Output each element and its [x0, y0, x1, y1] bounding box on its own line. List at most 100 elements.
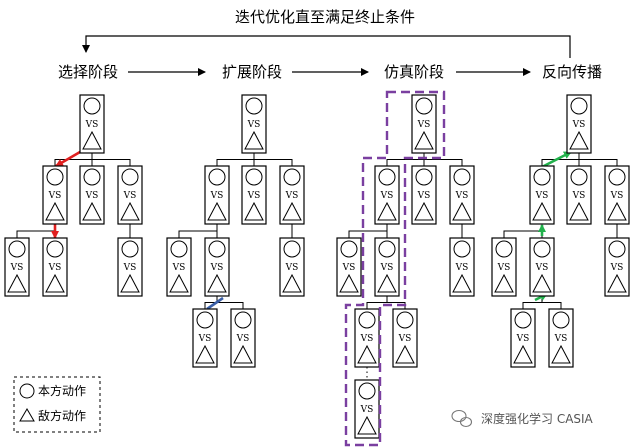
tree-edge: [366, 296, 388, 309]
own-action-circle-icon: [552, 311, 570, 329]
own-action-circle-icon: [453, 168, 471, 186]
backprop-tree-new-node-1: VS: [510, 308, 536, 368]
node-vs-label: VS: [516, 334, 530, 344]
expansion-edge-highlight: [206, 296, 224, 311]
enemy-action-triangle-icon: [357, 415, 377, 435]
own-action-circle-icon: [495, 240, 513, 258]
expand-tree-child-c: VS: [279, 165, 305, 225]
enemy-action-triangle-icon: [414, 201, 434, 221]
node-vs-label: VS: [10, 263, 24, 273]
node-layer: VS VS VS VS VS VS VS VS VS VS VS VS VS VS VS VS VS VS VS VS…: [4, 94, 630, 439]
backprop-tree-grandchild-c1: VS: [604, 237, 630, 297]
enemy-action-triangle-icon: [282, 201, 302, 221]
node-vs-label: VS: [285, 263, 299, 273]
node-vs-label: VS: [455, 191, 469, 201]
enemy-action-triangle-icon: [452, 201, 472, 221]
node-vs-label: VS: [398, 334, 412, 344]
legend-own-label: 本方动作: [38, 383, 86, 398]
node-vs-label: VS: [85, 191, 99, 201]
simulate-tree-child-b: VS: [411, 165, 437, 225]
node-vs-label: VS: [48, 263, 62, 273]
node-vs-label: VS: [210, 263, 224, 273]
own-action-circle-icon: [340, 240, 358, 258]
node-vs-label: VS: [380, 191, 394, 201]
own-action-circle-icon: [608, 168, 626, 186]
stage-label-simulate: 仿真阶段: [384, 63, 444, 81]
enemy-action-triangle-icon: [339, 273, 359, 293]
select-tree-root: VS: [79, 94, 105, 154]
node-vs-label: VS: [360, 334, 374, 344]
tree-edge: [178, 224, 218, 238]
node-vs-label: VS: [236, 334, 250, 344]
node-vs-label: VS: [554, 334, 568, 344]
enemy-action-triangle-icon: [551, 344, 571, 364]
node-vs-label: VS: [172, 263, 186, 273]
node-vs-label: VS: [247, 120, 261, 130]
enemy-action-triangle-icon: [452, 273, 472, 293]
node-vs-label: VS: [360, 405, 374, 415]
select-tree-grandchild-c1: VS: [117, 237, 143, 297]
own-action-circle-icon: [208, 240, 226, 258]
own-action-circle-icon: [533, 168, 551, 186]
simulation-path-box: [344, 90, 446, 447]
own-action-circle-icon: [46, 168, 64, 186]
backprop-tree-root: VS: [566, 94, 592, 154]
simulate-tree-root: VS: [411, 94, 437, 154]
node-vs-label: VS: [210, 191, 224, 201]
enemy-action-triangle-icon: [7, 273, 27, 293]
node-vs-label: VS: [610, 263, 624, 273]
expand-tree-grandchild-a2: VS: [204, 237, 230, 297]
expand-tree-child-a: VS: [204, 165, 230, 225]
simulate-tree-grandchild-a1: VS: [336, 237, 362, 297]
watermark: 深度强化学习 CASIA: [451, 409, 594, 428]
node-vs-label: VS: [455, 263, 469, 273]
tree-edge: [348, 224, 388, 238]
own-action-circle-icon: [378, 240, 396, 258]
tree-edge: [216, 153, 255, 166]
node-vs-label: VS: [535, 191, 549, 201]
own-action-circle-icon: [245, 97, 263, 115]
own-action-circle-icon: [8, 240, 26, 258]
iteration-loop-arrow: [82, 35, 571, 58]
own-action-circle-icon: [46, 240, 64, 258]
node-vs-label: VS: [285, 191, 299, 201]
backprop-tree-grandchild-a2: VS: [529, 237, 555, 297]
selection-arrow: [55, 150, 81, 168]
node-vs-label: VS: [247, 191, 261, 201]
enemy-action-triangle-icon: [169, 273, 189, 293]
expand-tree-grandchild-a1: VS: [166, 237, 192, 297]
own-action-circle-icon: [378, 168, 396, 186]
enemy-action-triangle-icon: [282, 273, 302, 293]
enemy-action-triangle-icon: [207, 273, 227, 293]
tree-layer: [16, 150, 618, 380]
own-action-circle-icon: [415, 97, 433, 115]
tree-edge: [216, 296, 244, 309]
enemy-action-triangle-icon: [120, 201, 140, 221]
enemy-action-triangle-icon: [82, 201, 102, 221]
enemy-action-triangle-icon: [569, 130, 589, 150]
backprop-tree-child-b: VS: [566, 165, 592, 225]
simulate-tree-grandchild-a2: VS: [374, 237, 400, 297]
enemy-action-triangle-icon: [207, 201, 227, 221]
legend: 本方动作 敌方动作: [13, 376, 101, 433]
simulate-tree-child-c: VS: [449, 165, 475, 225]
own-action-circle-icon: [570, 168, 588, 186]
node-vs-label: VS: [417, 191, 431, 201]
enemy-action-triangle-icon: [395, 344, 415, 364]
node-vs-label: VS: [417, 120, 431, 130]
enemy-action-triangle-icon: [377, 273, 397, 293]
simulate-tree-rollout-node: VS: [354, 379, 380, 439]
backprop-arrow: [541, 150, 572, 169]
enemy-action-triangle-icon: [357, 344, 377, 364]
legend-box: [13, 376, 101, 433]
enemy-action-triangle-icon: [45, 273, 65, 293]
tree-edge: [91, 153, 131, 166]
backprop-tree-new-node-2: VS: [548, 308, 574, 368]
backprop-tree-child-a: VS: [529, 165, 555, 225]
own-action-circle-icon: [234, 311, 252, 329]
own-action-circle-icon: [83, 97, 101, 115]
own-action-circle-icon: [608, 240, 626, 258]
tree-edge: [253, 153, 293, 166]
node-vs-label: VS: [610, 191, 624, 201]
node-vs-label: VS: [123, 263, 137, 273]
